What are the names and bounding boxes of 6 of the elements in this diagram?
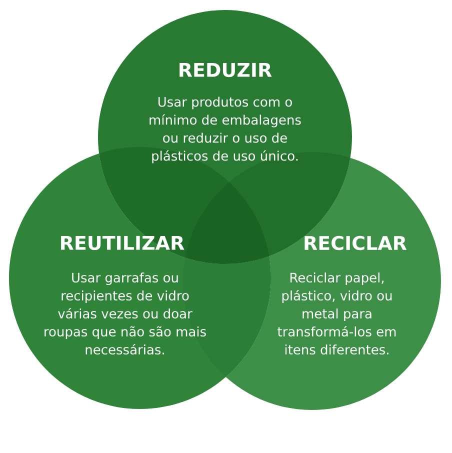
body-text: Usar garrafas ou recipientes de vidro várias vezes ou doar roupas que não são mais necessárias.	[44, 272, 206, 355]
heading: REUTILIZAR	[61, 236, 184, 250]
heading: RECICLAR	[304, 236, 407, 250]
body-text: Usar produtos com o mínimo de embalagens ou reduzir o uso de plásticos de uso único.	[150, 96, 301, 164]
heading: REDUZIR	[180, 62, 272, 78]
body-text: Reciclar papel, plástico, vidro ou metal para transformá-los em itens diferentes.	[278, 272, 396, 355]
